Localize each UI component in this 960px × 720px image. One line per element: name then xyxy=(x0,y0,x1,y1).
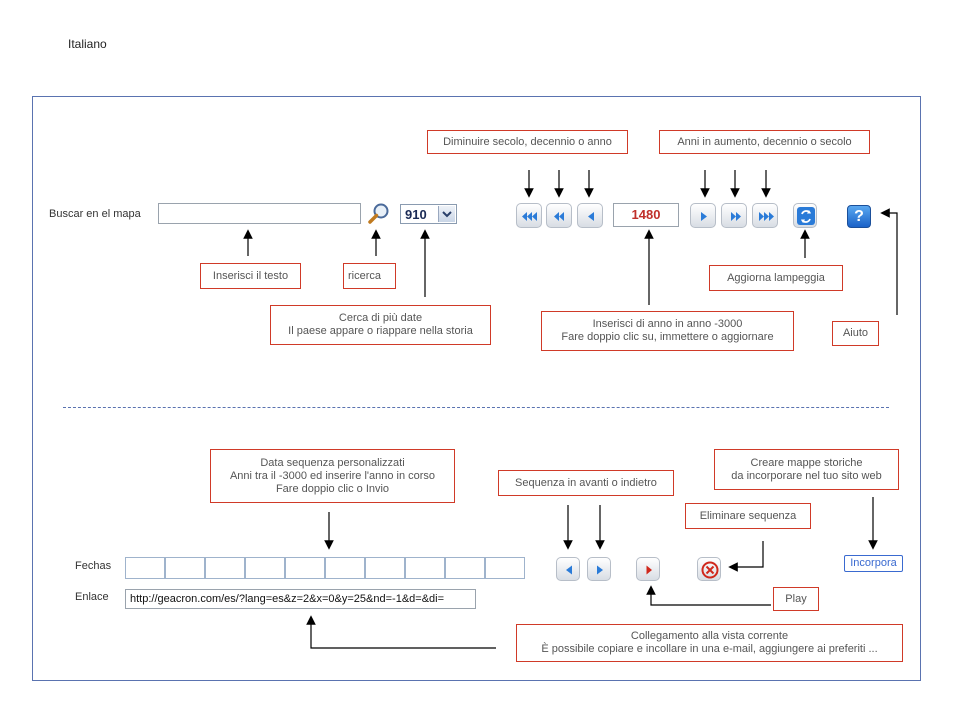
back-decade-button[interactable] xyxy=(546,203,572,228)
refresh-button[interactable] xyxy=(793,203,817,228)
callout-increase: Anni in aumento, decennio o secolo xyxy=(659,130,870,154)
date-cell[interactable] xyxy=(365,557,405,579)
link-input[interactable]: http://geacron.com/es/?lang=es&z=2&x=0&y… xyxy=(125,589,476,609)
date-cell[interactable] xyxy=(125,557,165,579)
refresh-icon xyxy=(797,207,815,225)
date-cell[interactable] xyxy=(165,557,205,579)
callout-insert-text: Inserisci il testo xyxy=(200,263,301,289)
search-label: Buscar en el mapa xyxy=(49,208,141,220)
delete-circle-icon xyxy=(701,561,719,579)
date-cell[interactable] xyxy=(485,557,525,579)
sequence-back-button[interactable] xyxy=(556,557,580,581)
back-year-button[interactable] xyxy=(577,203,603,228)
callout-refresh: Aggiorna lampeggia xyxy=(709,265,843,291)
sequence-forward-button[interactable] xyxy=(587,557,611,581)
forward-year-button[interactable] xyxy=(690,203,716,228)
date-cell[interactable] xyxy=(445,557,485,579)
date-cell[interactable] xyxy=(405,557,445,579)
instructions-frame xyxy=(32,96,921,681)
callout-sequence-nav: Sequenza in avanti o indietro xyxy=(498,470,674,496)
year-input[interactable]: 1480 xyxy=(613,203,679,227)
embed-button[interactable]: Incorpora xyxy=(844,555,903,572)
help-button[interactable]: ? xyxy=(847,205,871,228)
dates-label: Fechas xyxy=(75,560,112,572)
forward-century-button[interactable] xyxy=(752,203,778,228)
callout-decrease: Diminuire secolo, decennio o anno xyxy=(427,130,628,154)
delete-sequence-button[interactable] xyxy=(697,557,721,581)
language-selector[interactable]: Italiano xyxy=(68,37,107,51)
forward-decade-button[interactable] xyxy=(721,203,747,228)
callout-help: Aiuto xyxy=(832,321,879,346)
magnifier-icon[interactable] xyxy=(367,202,391,226)
chevron-down-icon[interactable] xyxy=(438,206,455,222)
link-label: Enlace xyxy=(75,591,109,603)
callout-delete-sequence: Eliminare sequenza xyxy=(685,503,811,529)
play-icon xyxy=(646,565,652,575)
date-cell[interactable] xyxy=(325,557,365,579)
date-cell[interactable] xyxy=(205,557,245,579)
callout-play: Play xyxy=(773,587,819,611)
section-divider xyxy=(63,407,889,408)
date-cell[interactable] xyxy=(285,557,325,579)
play-button[interactable] xyxy=(636,557,660,581)
year-select-value: 910 xyxy=(405,207,427,222)
back-century-button[interactable] xyxy=(516,203,542,228)
search-input[interactable] xyxy=(158,203,361,224)
date-sequence-cells xyxy=(125,557,525,579)
year-select[interactable]: 910 xyxy=(400,204,457,224)
callout-search: ricerca xyxy=(343,263,396,289)
help-icon: ? xyxy=(854,208,864,225)
date-cell[interactable] xyxy=(245,557,285,579)
